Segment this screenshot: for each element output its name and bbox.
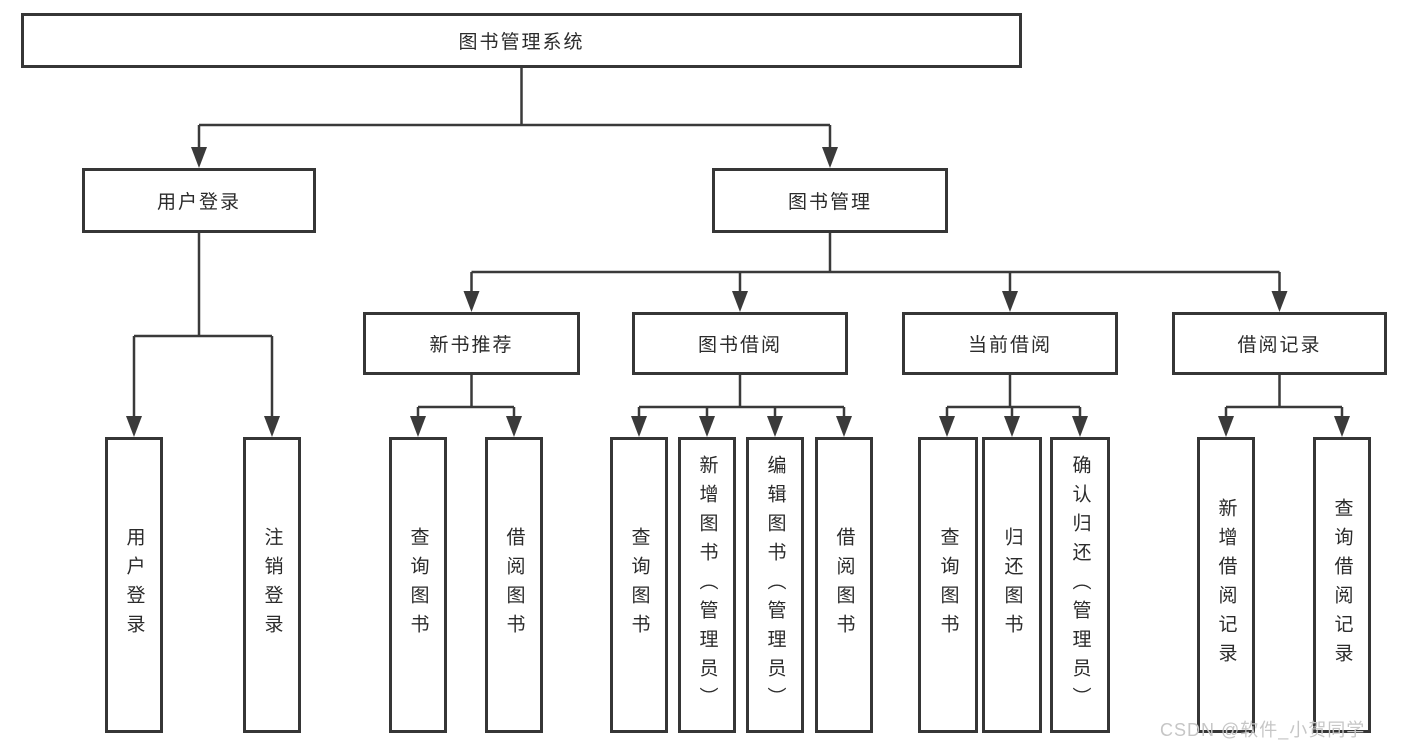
leaf-add-borrow-record: 新增借阅记录	[1197, 437, 1255, 733]
node-new-book-recommend-label: 新书推荐	[429, 335, 514, 356]
leaf-confirm-return-admin: 确认归还（管理员）	[1050, 437, 1110, 733]
node-borrow-records-label: 借阅记录	[1237, 335, 1322, 356]
connector-new-book-recommend-children	[410, 375, 522, 437]
leaf-return-book-label: 归还图书	[1001, 527, 1023, 643]
leaf-query-books-current: 查询图书	[918, 437, 978, 733]
leaf-query-books-recommend-label: 查询图书	[407, 527, 429, 643]
leaf-edit-book-admin-label: 编辑图书（管理员）	[764, 454, 786, 716]
leaf-query-books-recommend: 查询图书	[389, 437, 447, 733]
connector-book-borrow-children	[631, 375, 852, 437]
connector-borrow-records-children	[1218, 375, 1350, 437]
leaf-add-book-admin: 新增图书（管理员）	[678, 437, 736, 733]
leaf-borrow-books: 借阅图书	[815, 437, 873, 733]
node-root-label: 图书管理系统	[458, 32, 585, 53]
leaf-query-books-current-label: 查询图书	[937, 527, 959, 643]
connector-current-borrow-children	[939, 375, 1088, 437]
node-user-login-label: 用户登录	[156, 192, 241, 213]
leaf-confirm-return-admin-label: 确认归还（管理员）	[1069, 454, 1091, 716]
leaf-borrow-books-recommend: 借阅图书	[485, 437, 543, 733]
leaf-query-borrow-record: 查询借阅记录	[1313, 437, 1371, 733]
connector-user-login-children	[126, 233, 280, 437]
node-root: 图书管理系统	[21, 13, 1022, 68]
leaf-borrow-books-label: 借阅图书	[833, 527, 855, 643]
node-new-book-recommend: 新书推荐	[363, 312, 580, 375]
node-book-borrow: 图书借阅	[632, 312, 848, 375]
leaf-query-books-borrow-label: 查询图书	[628, 527, 650, 643]
leaf-query-books-borrow: 查询图书	[610, 437, 668, 733]
node-borrow-records: 借阅记录	[1172, 312, 1387, 375]
node-current-borrow-label: 当前借阅	[967, 335, 1052, 356]
leaf-borrow-books-recommend-label: 借阅图书	[503, 527, 525, 643]
leaf-query-borrow-record-label: 查询借阅记录	[1331, 498, 1353, 672]
leaf-return-book: 归还图书	[982, 437, 1042, 733]
leaf-logout-label: 注销登录	[261, 527, 283, 643]
node-user-login: 用户登录	[82, 168, 316, 233]
node-book-management: 图书管理	[712, 168, 948, 233]
leaf-user-login: 用户登录	[105, 437, 163, 733]
leaf-logout: 注销登录	[243, 437, 301, 733]
leaf-add-book-admin-label: 新增图书（管理员）	[696, 454, 718, 716]
leaf-add-borrow-record-label: 新增借阅记录	[1215, 498, 1237, 672]
leaf-edit-book-admin: 编辑图书（管理员）	[746, 437, 804, 733]
leaf-user-login-label: 用户登录	[123, 527, 145, 643]
node-current-borrow: 当前借阅	[902, 312, 1118, 375]
node-book-management-label: 图书管理	[787, 192, 872, 213]
connector-book-management-children	[463, 232, 1288, 312]
csdn-watermark: CSDN @软件_小贺同学	[1160, 720, 1366, 740]
connector-root-to-level2	[191, 68, 838, 168]
node-book-borrow-label: 图书借阅	[697, 335, 782, 356]
